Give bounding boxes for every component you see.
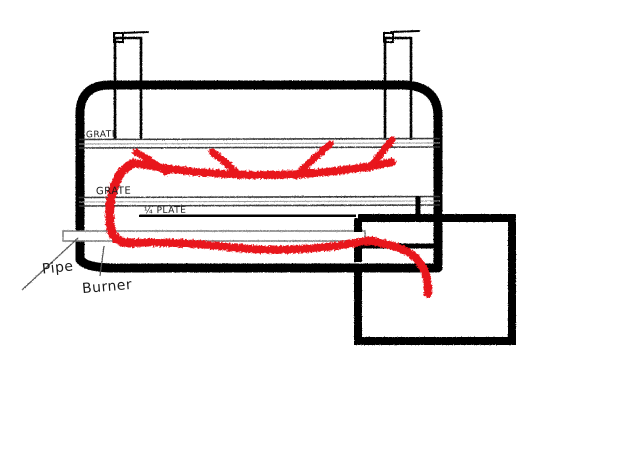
left-stack-body	[113, 36, 143, 140]
right-stack-body	[383, 36, 413, 140]
riser-branch-4	[366, 136, 396, 172]
lower-grate-mid-line	[78, 200, 441, 203]
cook-chamber-outline	[75, 80, 443, 273]
burner-leader-line	[99, 245, 105, 277]
lower-grate-top-edge	[78, 195, 441, 199]
right-stack-damper	[390, 30, 420, 33]
right-stack	[383, 30, 420, 140]
riser-branch-3	[292, 140, 334, 180]
riser-branch-1	[132, 148, 170, 176]
upper-grate	[78, 137, 441, 149]
left-stack	[113, 31, 149, 140]
return-loop-flow	[105, 158, 139, 248]
riser-branch-2	[208, 148, 244, 180]
left-stack-damper	[120, 31, 149, 34]
label-pipe: Pipe	[41, 258, 75, 278]
firebox-inlet-flow	[364, 237, 433, 298]
pipe-burner-tube	[62, 230, 366, 242]
upper-grate-top-edge	[78, 137, 441, 141]
upper-grate-bottom-edge	[78, 146, 441, 149]
lower-grate-bottom-edge	[78, 204, 441, 207]
lower-grate	[78, 195, 441, 207]
pipe-leader-line	[21, 237, 79, 291]
left-stack-cap	[113, 32, 124, 43]
label-grate-lower: GRATE	[95, 185, 132, 198]
right-stack-cap	[383, 32, 394, 43]
quarter-plate-bar	[138, 211, 357, 220]
lower-chamber-flow	[128, 236, 376, 254]
label-grate-upper: GRATE	[85, 129, 119, 141]
label-quarter-plate: ¼ PLATE	[143, 205, 187, 217]
pipe-burner	[62, 230, 366, 242]
quarter-plate	[138, 211, 357, 220]
firebox-outline	[354, 214, 516, 345]
upper-chamber-flow	[130, 158, 396, 179]
upper-grate-mid-line	[78, 142, 441, 145]
